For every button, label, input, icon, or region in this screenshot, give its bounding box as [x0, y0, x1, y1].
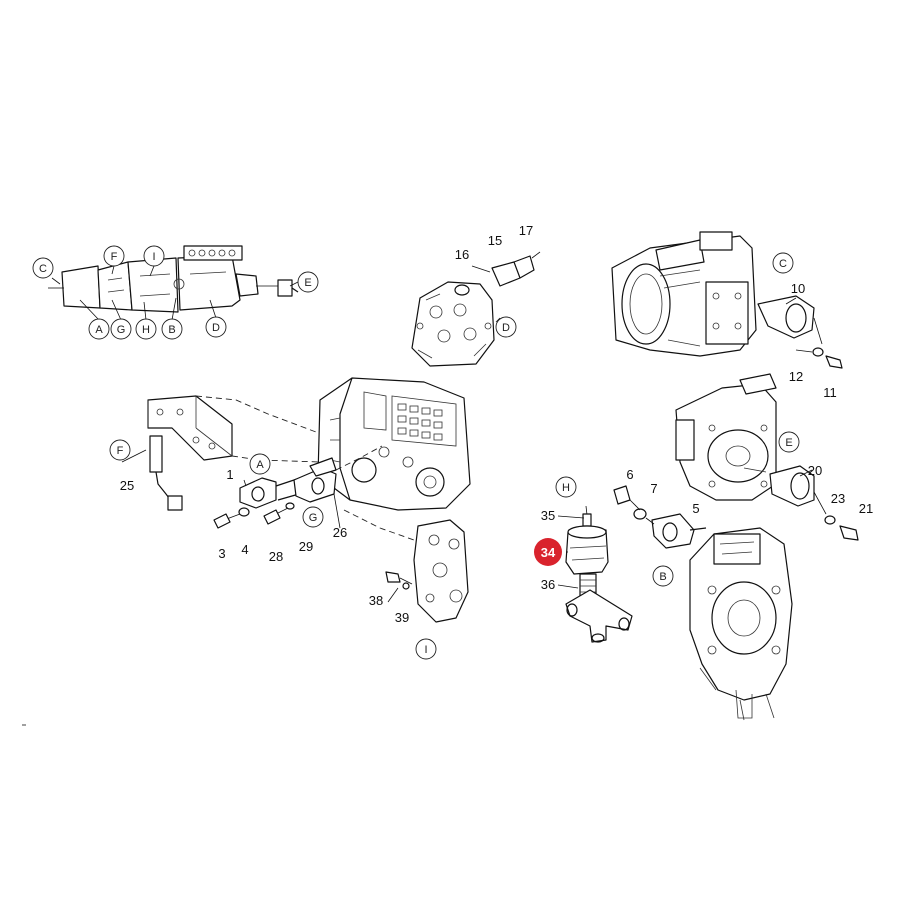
part-number-11: 11 — [823, 385, 837, 400]
view-letter-h-switch: H — [562, 482, 570, 494]
view-letter-c: C — [39, 263, 47, 275]
view-letter-d: D — [212, 322, 220, 334]
part-number-1: 1 — [226, 467, 233, 482]
part-number-10: 10 — [791, 281, 805, 296]
valve-plate-i — [343, 509, 469, 623]
view-letter-a-sensor: A — [256, 459, 264, 471]
part-number-23: 23 — [831, 491, 845, 506]
part-number-12: 12 — [789, 369, 803, 384]
part-number-35: 35 — [541, 508, 555, 523]
view-letter-f-block: F — [117, 445, 124, 457]
highlight-badge[interactable] — [534, 538, 562, 566]
part-number-7: 7 — [650, 481, 657, 496]
speed-sensor-g — [263, 445, 383, 529]
sensor-harness-overview — [48, 245, 299, 321]
view-letter-d-cover: D — [502, 322, 510, 334]
view-letter-e: E — [304, 277, 311, 289]
part-number-6: 6 — [626, 467, 633, 482]
view-letter-b-housing: B — [659, 571, 666, 583]
cover-assembly-e — [675, 373, 859, 541]
cover-assembly-d — [411, 251, 541, 367]
main-housing — [317, 377, 471, 511]
valve-block-f — [121, 395, 321, 511]
view-letter-e-cover: E — [785, 437, 792, 449]
leader-lines — [387, 297, 813, 603]
view-letter-g: G — [117, 324, 126, 336]
view-letter-a: A — [95, 324, 103, 336]
speed-sensor-a — [213, 477, 307, 529]
part-number-36: 36 — [541, 577, 555, 592]
view-letter-i-plate: I — [424, 644, 427, 656]
part-number-5: 5 — [692, 501, 699, 516]
part-number-4: 4 — [241, 542, 248, 557]
highlighted-part-34[interactable]: 34 — [534, 538, 562, 566]
part-number-labels: 1 3 4 5 6 7 10 11 12 15 16 17 20 21 23 2… — [120, 223, 873, 625]
part-number-17: 17 — [519, 223, 533, 238]
part-number-3: 3 — [218, 546, 225, 561]
part-number-29: 29 — [299, 539, 313, 554]
speed-sensor-b — [613, 485, 707, 549]
part-number-38: 38 — [369, 593, 383, 608]
part-number-28: 28 — [269, 549, 283, 564]
part-number-26: 26 — [333, 525, 347, 540]
housing-assembly-b — [689, 527, 793, 721]
highlighted-part-number[interactable]: 34 — [541, 545, 556, 560]
view-letter-c-housing: C — [779, 258, 787, 270]
part-number-21: 21 — [859, 501, 873, 516]
part-number-16: 16 — [455, 247, 469, 262]
view-letter-h: H — [142, 324, 150, 336]
part-number-20: 20 — [808, 463, 822, 478]
part-number-15: 15 — [488, 233, 502, 248]
view-letter-b: B — [168, 324, 175, 336]
part-number-25: 25 — [120, 478, 134, 493]
view-letter-i: I — [152, 251, 155, 263]
pressure-switch-h — [565, 505, 633, 643]
part-number-39: 39 — [395, 610, 409, 625]
view-letter-f: F — [111, 251, 118, 263]
housing-assembly-c — [611, 231, 843, 369]
view-letter-g-sensor: G — [309, 512, 318, 524]
view-letters: C F I E A G H B D D C E F A G H B I — [32, 245, 800, 660]
